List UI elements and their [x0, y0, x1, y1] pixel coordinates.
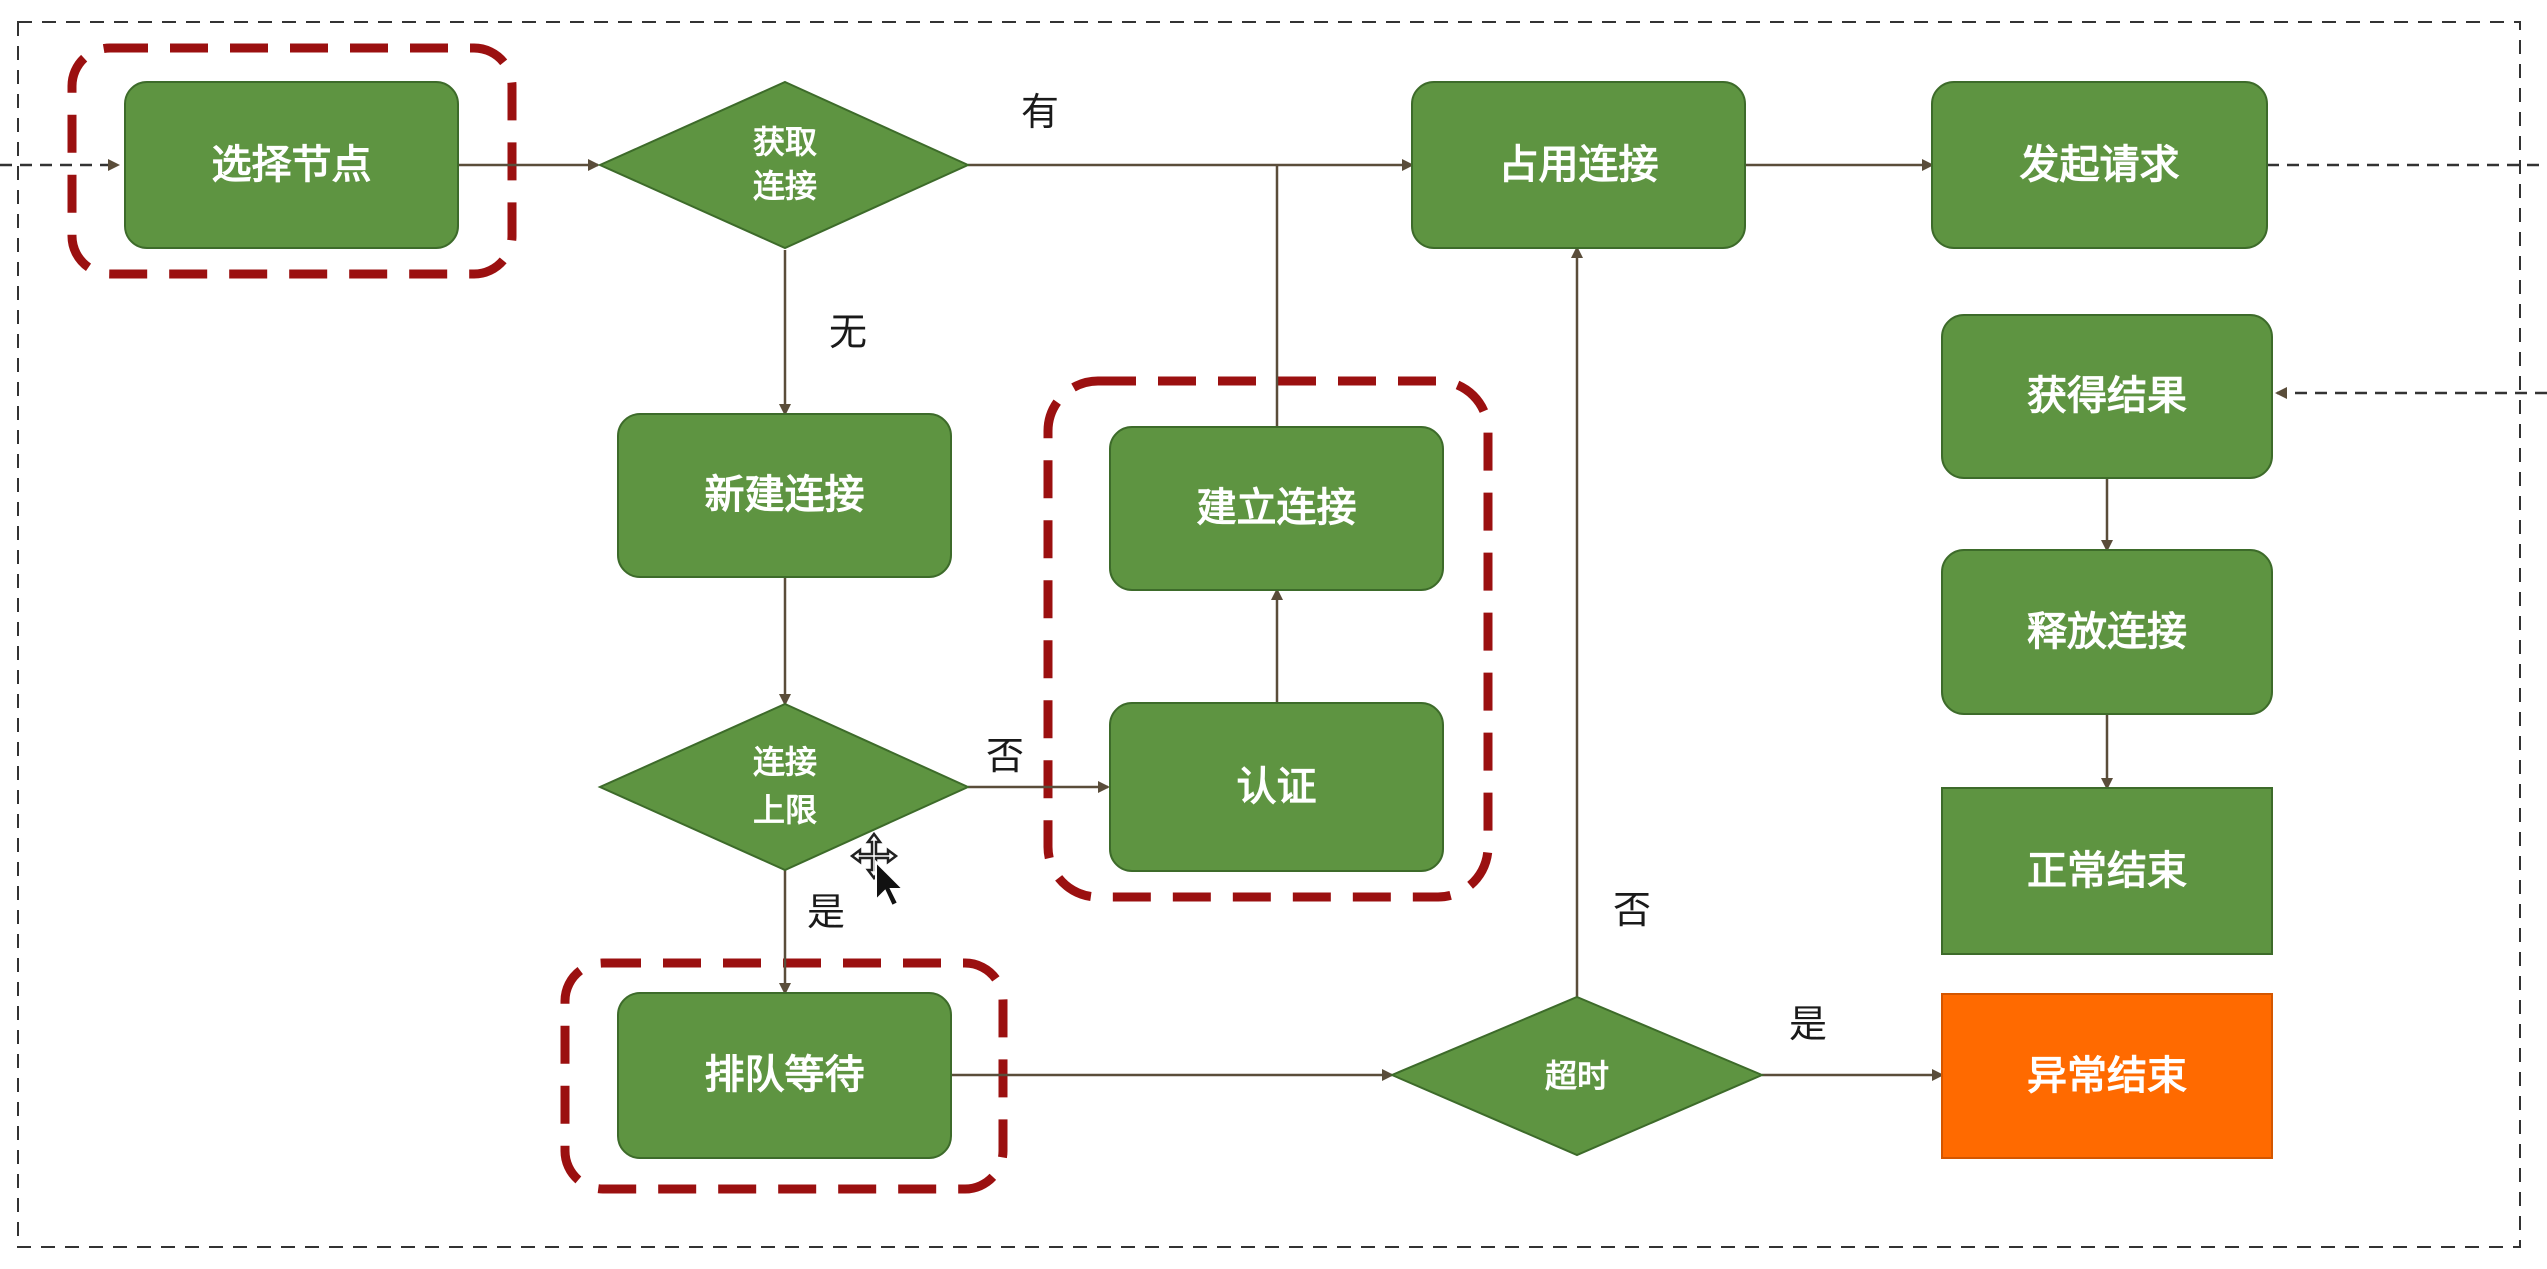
- node-select-node: 选择节点: [124, 81, 459, 249]
- svg-text:连接: 连接: [753, 743, 817, 781]
- svg-text:连接: 连接: [753, 167, 817, 205]
- highlight-select-node: [67, 43, 517, 279]
- label-no-timeout: 否: [1613, 888, 1651, 932]
- svg-text:建立连接: 建立连接: [1197, 485, 1357, 531]
- svg-text:获得结果: 获得结果: [2027, 373, 2187, 419]
- node-queue-wait: 排队等待: [617, 992, 952, 1159]
- label-yes-timeout: 是: [1789, 1002, 1827, 1046]
- decision-connection-limit: 连接 上限: [597, 702, 971, 872]
- edges: [458, 159, 2113, 1081]
- svg-text:占用连接: 占用连接: [1499, 142, 1659, 188]
- decision-timeout: 超时: [1389, 995, 1765, 1157]
- node-release-connection: 释放连接: [1941, 549, 2273, 715]
- svg-text:释放连接: 释放连接: [2027, 609, 2187, 655]
- svg-text:获取: 获取: [753, 123, 817, 161]
- node-new-connection: 新建连接: [617, 413, 952, 578]
- node-normal-end: 正常结束: [1941, 787, 2273, 955]
- highlight-establish-auth: [1043, 376, 1493, 902]
- svg-text:新建连接: 新建连接: [705, 472, 865, 518]
- svg-text:上限: 上限: [753, 791, 817, 829]
- svg-text:认证: 认证: [1237, 764, 1317, 810]
- node-auth: 认证: [1109, 702, 1444, 872]
- svg-text:超时: 超时: [1545, 1057, 1609, 1095]
- outer-frame: [17, 21, 2521, 1248]
- svg-text:异常结束: 异常结束: [2027, 1053, 2187, 1099]
- node-occupy-connection: 占用连接: [1411, 81, 1746, 249]
- decision-get-connection: 获取 连接: [597, 80, 971, 250]
- svg-text:选择节点: 选择节点: [212, 142, 372, 188]
- svg-text:发起请求: 发起请求: [2020, 142, 2180, 188]
- svg-text:排队等待: 排队等待: [705, 1052, 865, 1098]
- node-establish-connection: 建立连接: [1109, 426, 1444, 591]
- label-no-limit: 否: [986, 734, 1024, 778]
- node-send-request: 发起请求: [1931, 81, 2268, 249]
- node-error-end: 异常结束: [1941, 993, 2273, 1159]
- label-yes-limit: 是: [807, 890, 845, 934]
- svg-text:正常结束: 正常结束: [2027, 848, 2187, 894]
- move-cursor-icon: [849, 831, 906, 908]
- label-none: 无: [829, 310, 867, 354]
- label-has: 有: [1021, 90, 1059, 134]
- node-get-result: 获得结果: [1941, 314, 2273, 479]
